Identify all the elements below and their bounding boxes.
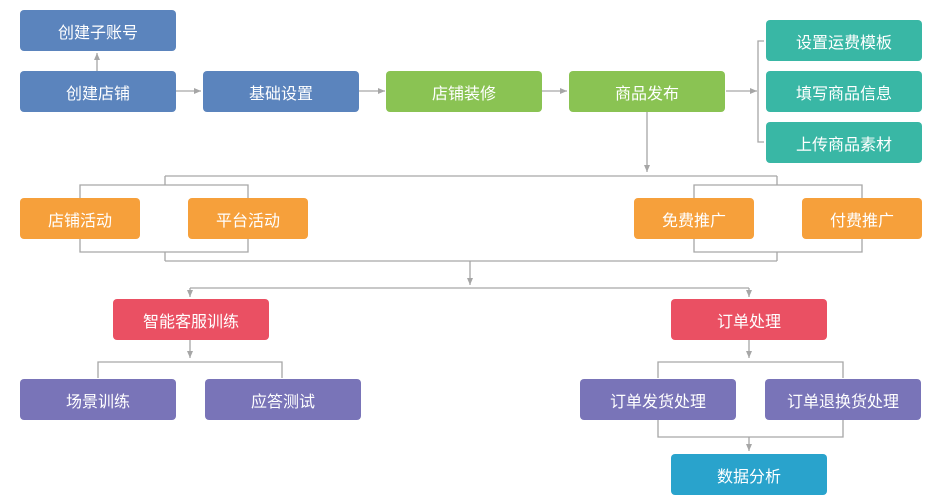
bracket-activity-bottom [79,239,249,261]
node-scenario-training[interactable]: 场景训练 [20,379,176,420]
node-create-store[interactable]: 创建店铺 [20,71,176,112]
node-shipping-template[interactable]: 设置运费模板 [766,20,922,61]
node-free-promotion[interactable]: 免费推广 [634,198,754,239]
node-order-return[interactable]: 订单退换货处理 [765,379,921,420]
node-store-activity[interactable]: 店铺活动 [20,198,140,239]
node-upload-product-assets[interactable]: 上传商品素材 [766,122,922,163]
node-response-test[interactable]: 应答测试 [205,379,361,420]
bracket-promo-top [693,176,863,198]
node-order-shipping[interactable]: 订单发货处理 [580,379,736,420]
bracket-product-details [757,40,764,143]
node-basic-settings[interactable]: 基础设置 [203,71,359,112]
node-data-analysis[interactable]: 数据分析 [671,454,827,495]
node-platform-activity[interactable]: 平台活动 [188,198,308,239]
node-store-decoration[interactable]: 店铺装修 [386,71,542,112]
node-smart-service-training[interactable]: 智能客服训练 [113,299,269,340]
node-paid-promotion[interactable]: 付费推广 [802,198,922,239]
node-create-sub-account[interactable]: 创建子账号 [20,10,176,51]
bracket-promo-bottom [693,239,863,261]
bracket-service-children [97,361,283,378]
node-product-publish[interactable]: 商品发布 [569,71,725,112]
bracket-activity-top [79,176,249,198]
bracket-order-children [657,361,844,378]
node-fill-product-info[interactable]: 填写商品信息 [766,71,922,112]
bracket-order-merge [657,420,844,438]
node-order-processing[interactable]: 订单处理 [671,299,827,340]
